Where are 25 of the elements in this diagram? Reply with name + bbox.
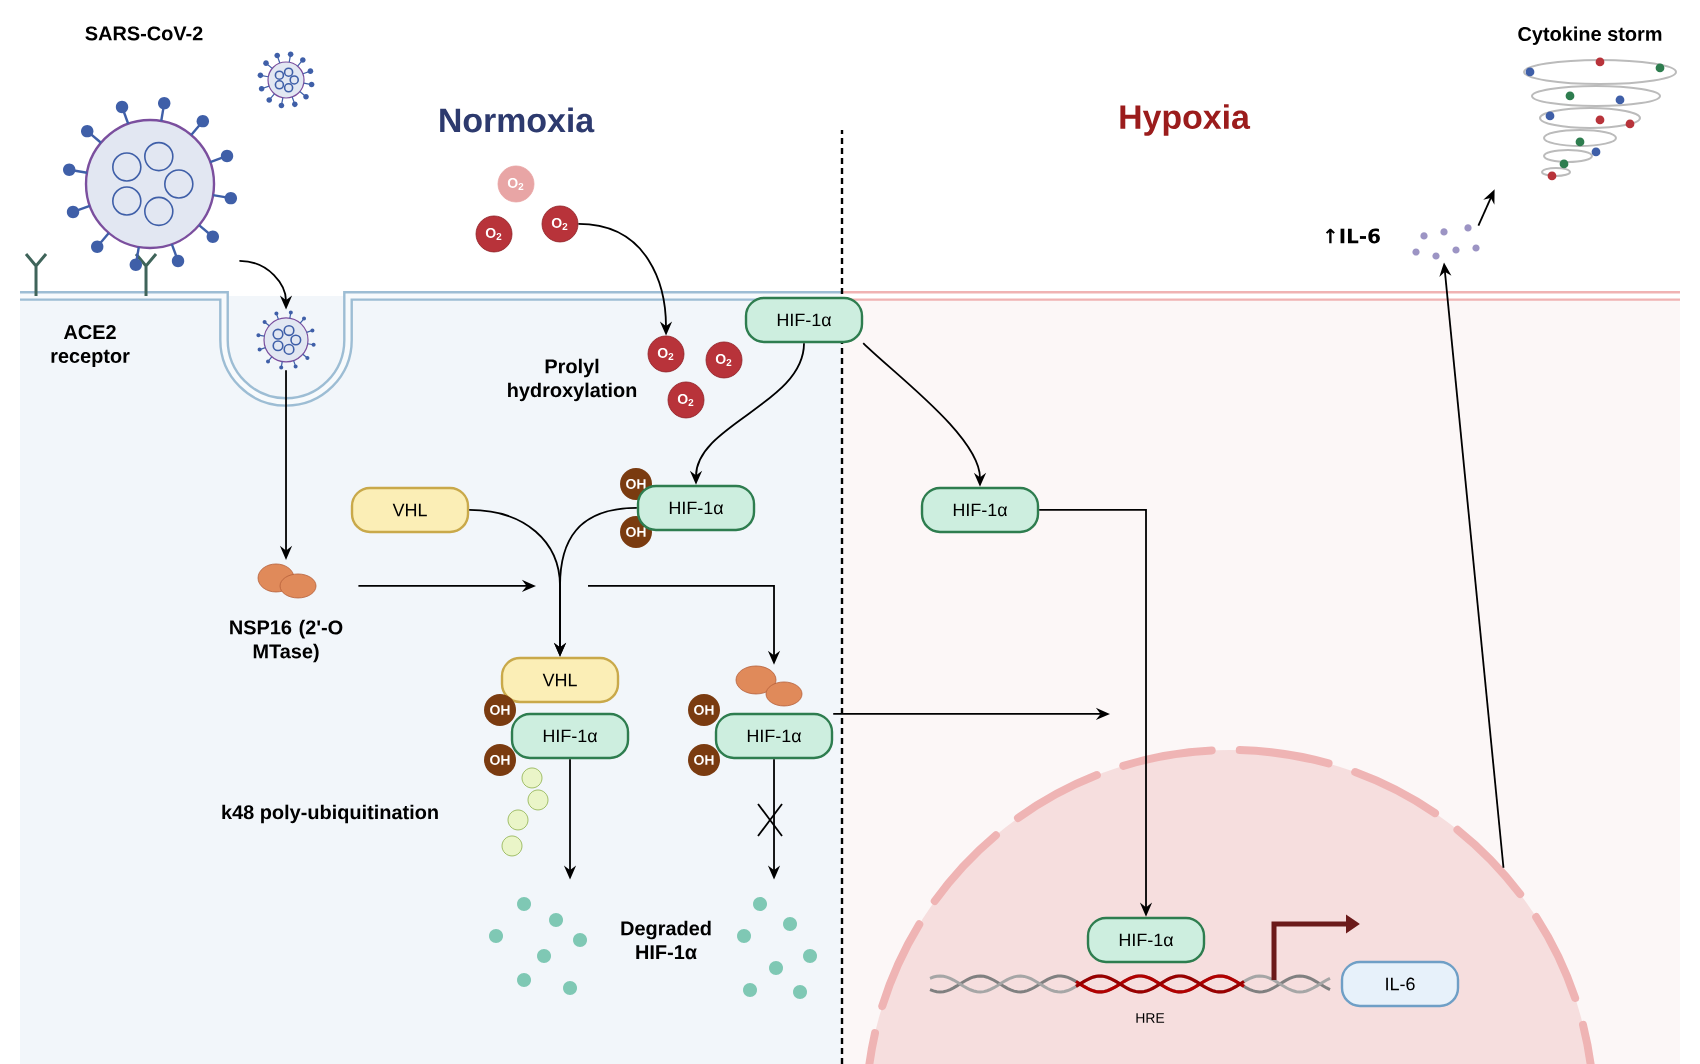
- node-label: Cytokine storm: [1518, 26, 1662, 45]
- protein-box: HIF-1α: [1086, 916, 1206, 964]
- virus-drawing: SARS-CoV-2: [63, 26, 237, 271]
- protein-box: VHL: [500, 656, 620, 704]
- protein-box: HIF-1α: [744, 296, 864, 344]
- degraded-protein-drawing: Degraded HIF-1α: [489, 896, 817, 999]
- protein-drawing: NSP16 (2'-O MTase): [230, 563, 343, 663]
- text-label: Normoxia: [440, 107, 595, 133]
- protein-box: HIF-1α: [510, 712, 630, 760]
- cytokine-dots: [1412, 224, 1480, 260]
- node-label: Degraded HIF-1α: [621, 920, 711, 960]
- endocytosed-virus: [256, 310, 316, 370]
- text-label: Prolyl hydroxylation: [508, 358, 637, 402]
- node-label: NSP16 (2'-O MTase): [230, 619, 343, 663]
- text-label: ↑IL-6: [1325, 228, 1380, 244]
- text-label: Hypoxia: [1120, 104, 1251, 136]
- protein-box: HIF-1α: [920, 486, 1040, 534]
- nucleus: [862, 745, 1598, 1064]
- text-label: k48 poly-ubiquitination: [222, 804, 438, 824]
- protein-box: VHL: [350, 486, 470, 534]
- virus-drawing: Cytokine storm: [1518, 26, 1677, 181]
- node-label: SARS-CoV-2: [85, 26, 203, 41]
- text-label: ACE2 receptor: [51, 325, 130, 367]
- protein-box: HIF-1α: [714, 712, 834, 760]
- gene-box: IL-6: [1340, 960, 1460, 1008]
